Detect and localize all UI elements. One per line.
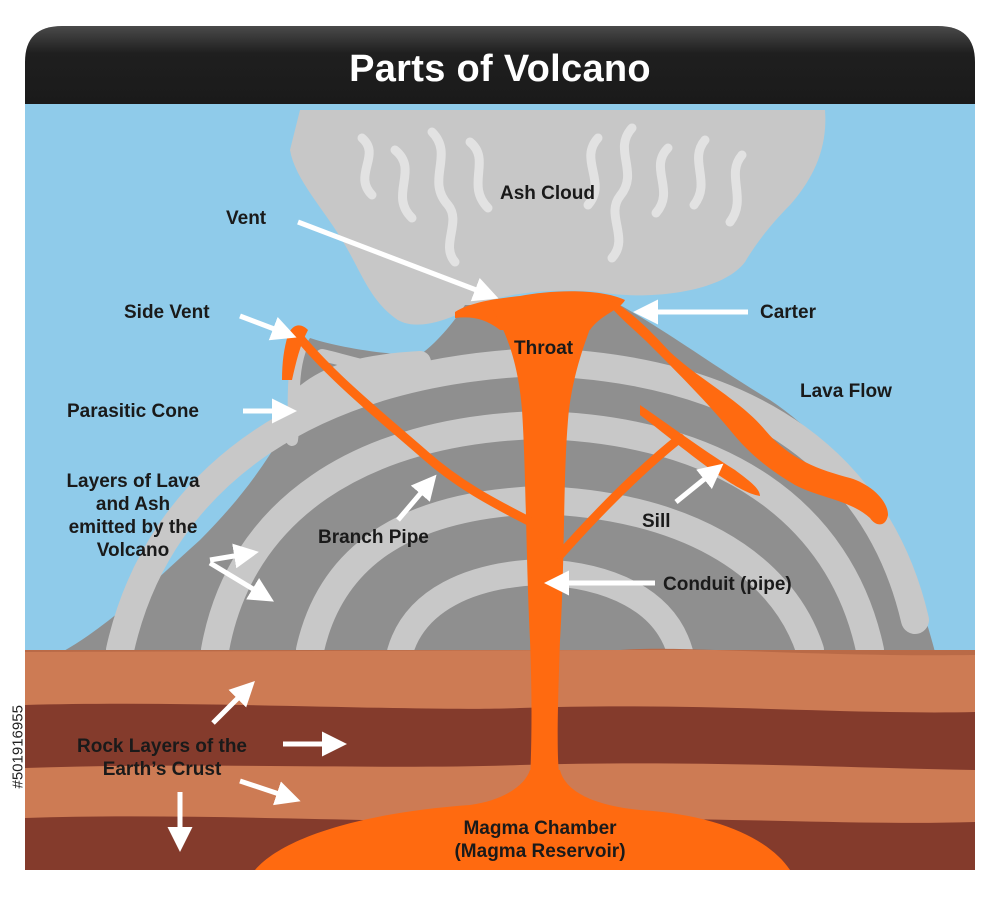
label-throat: Throat (514, 338, 574, 359)
label-layers-line4: Volcano (96, 540, 170, 561)
label-layers-line3: emitted by the (68, 517, 198, 538)
label-rock-line1: Rock Layers of the (77, 736, 247, 757)
label-rock-line2: Earth’s Crust (102, 759, 222, 780)
layers-arrow-2 (208, 560, 274, 602)
label-vent: Vent (226, 208, 267, 229)
label-carter: Carter (760, 302, 816, 323)
sill-arrow (674, 463, 724, 504)
label-magma-chamber: Magma Chamber (Magma Reservoir) (420, 817, 660, 863)
branch-pipe-arrow (396, 474, 437, 522)
layers-arrow-1 (209, 543, 259, 569)
label-branch-pipe: Branch Pipe (318, 527, 429, 548)
label-ash-cloud: Ash Cloud (500, 183, 595, 204)
label-layers-line1: Layers of Lava (66, 471, 200, 492)
label-magma-line1: Magma Chamber (463, 818, 617, 839)
label-parasitic-cone: Parasitic Cone (67, 401, 199, 422)
page-title: Parts of Volcano (349, 48, 651, 90)
label-layers-line2: and Ash (95, 494, 171, 515)
vent-arrow (297, 219, 499, 302)
label-lava-flow: Lava Flow (800, 381, 892, 402)
label-conduit: Conduit (pipe) (663, 574, 792, 595)
label-rock-layers: Rock Layers of the Earth’s Crust (52, 735, 272, 781)
title-bar (25, 26, 975, 104)
rock-arrow-3 (239, 778, 301, 806)
rock-arrow-1 (211, 681, 255, 725)
pointer-arrows (167, 219, 748, 853)
side-vent-arrow (239, 313, 297, 341)
label-magma-line2: (Magma Reservoir) (454, 841, 626, 862)
label-sill: Sill (642, 511, 671, 532)
label-layers: Layers of Lava and Ash emitted by the Vo… (48, 470, 218, 562)
stock-id: #501916955 (9, 705, 27, 789)
label-side-vent: Side Vent (124, 302, 210, 323)
magma-chamber (255, 770, 790, 870)
